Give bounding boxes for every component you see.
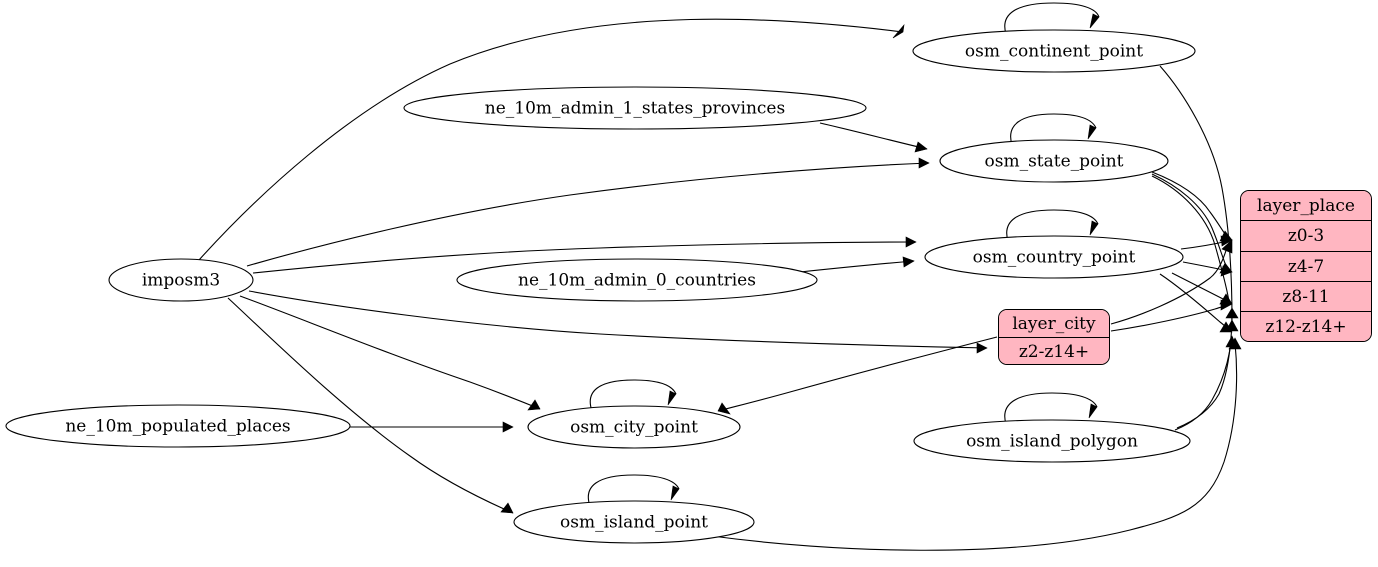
node-label-ne-states: ne_10m_admin_1_states_provinces bbox=[485, 99, 785, 119]
node-label-imposm3: imposm3 bbox=[142, 271, 220, 291]
node-label-osm-island-point: osm_island_point bbox=[560, 513, 708, 533]
edge-osm_country_point-to-layer_place-z8 bbox=[1171, 272, 1233, 305]
record-row-layer-place-header[interactable]: layer_place bbox=[1241, 191, 1371, 221]
edge-osm_country_point-to-layer_place-z0 bbox=[1180, 235, 1233, 250]
edge-imposm3-to-layer_city bbox=[248, 290, 988, 354]
record-row-layer-place-z0-3[interactable]: z0-3 bbox=[1241, 221, 1371, 252]
self-loop-osm_country_point bbox=[1006, 209, 1099, 242]
self-loop-osm_state_point bbox=[1010, 113, 1097, 146]
node-imposm3[interactable]: imposm3 bbox=[108, 258, 254, 302]
edge-layer_city-to-osm_city_point bbox=[717, 336, 998, 415]
node-label-osm-country-point: osm_country_point bbox=[973, 248, 1136, 268]
edge-imposm3-to-osm_continent_point bbox=[198, 18, 905, 261]
node-osm_country_point[interactable]: osm_country_point bbox=[924, 235, 1184, 279]
self-loop-osm_continent_point bbox=[1004, 2, 1100, 35]
node-osm_city_point[interactable]: osm_city_point bbox=[527, 405, 741, 449]
edge-osm_continent_point-to-layer_place-z12 bbox=[1159, 65, 1239, 332]
node-osm_continent_point[interactable]: osm_continent_point bbox=[912, 29, 1196, 73]
self-loop-osm_city_point bbox=[589, 379, 677, 412]
node-label-osm-state-point: osm_state_point bbox=[985, 152, 1124, 172]
edge-osm_country_point-to-layer_place-z12 bbox=[1159, 273, 1233, 333]
self-loop-osm_island_point bbox=[587, 474, 680, 507]
record-row-layer-place-z12-z14[interactable]: z12-z14+ bbox=[1241, 312, 1371, 341]
node-label-osm-continent-point: osm_continent_point bbox=[965, 42, 1143, 62]
node-ne_10m_populated_places[interactable]: ne_10m_populated_places bbox=[5, 404, 351, 448]
node-osm_state_point[interactable]: osm_state_point bbox=[939, 139, 1169, 183]
edge-osm_state_point-to-layer_place-z8 bbox=[1151, 175, 1233, 305]
edge-imposm3-to-osm_country_point bbox=[252, 236, 917, 274]
edge-imposm3-to-osm_island_point bbox=[227, 297, 514, 514]
edge-ne_populated-to-osm_city_point bbox=[350, 421, 514, 433]
edge-layer_city-to-layer_place-z0 bbox=[1110, 239, 1233, 325]
edge-layer_city-to-layer_place-z8 bbox=[1110, 299, 1233, 332]
edge-imposm3-to-osm_state_point bbox=[246, 157, 930, 267]
node-label-ne-countries: ne_10m_admin_0_countries bbox=[518, 271, 756, 291]
edge-osm_country_point-to-layer_place-z4 bbox=[1182, 261, 1233, 277]
self-loop-osm_island_polygon bbox=[1004, 392, 1098, 425]
record-node-layer-place[interactable]: layer_place z0-3 z4-7 z8-11 z12-z14+ bbox=[1240, 190, 1372, 342]
node-label-osm-island-polygon: osm_island_polygon bbox=[966, 432, 1138, 452]
record-row-layer-city-z2-z14[interactable]: z2-z14+ bbox=[999, 338, 1109, 364]
record-row-layer-city-header[interactable]: layer_city bbox=[999, 310, 1109, 338]
node-osm_island_polygon[interactable]: osm_island_polygon bbox=[913, 419, 1191, 463]
edge-osm_island_point-to-layer_place-z12 bbox=[711, 337, 1242, 551]
node-label-osm-city-point: osm_city_point bbox=[570, 418, 698, 438]
edge-ne_countries-to-osm_country_point bbox=[799, 256, 915, 273]
edge-osm_island_polygon-to-layer_place-z12 bbox=[1174, 335, 1238, 431]
record-row-layer-place-z4-7[interactable]: z4-7 bbox=[1241, 252, 1371, 282]
node-ne_10m_admin_0_countries[interactable]: ne_10m_admin_0_countries bbox=[456, 258, 818, 302]
record-node-layer-city[interactable]: layer_city z2-z14+ bbox=[998, 309, 1110, 365]
record-row-layer-place-z8-11[interactable]: z8-11 bbox=[1241, 282, 1371, 312]
node-label-ne-populated: ne_10m_populated_places bbox=[65, 417, 290, 437]
node-ne_10m_admin_1_states_provinces[interactable]: ne_10m_admin_1_states_provinces bbox=[403, 86, 867, 130]
edge-ne_states-to-osm_state_point bbox=[819, 122, 928, 153]
edge-imposm3-to-osm_city_point bbox=[239, 295, 541, 411]
node-osm_island_point[interactable]: osm_island_point bbox=[513, 500, 755, 544]
